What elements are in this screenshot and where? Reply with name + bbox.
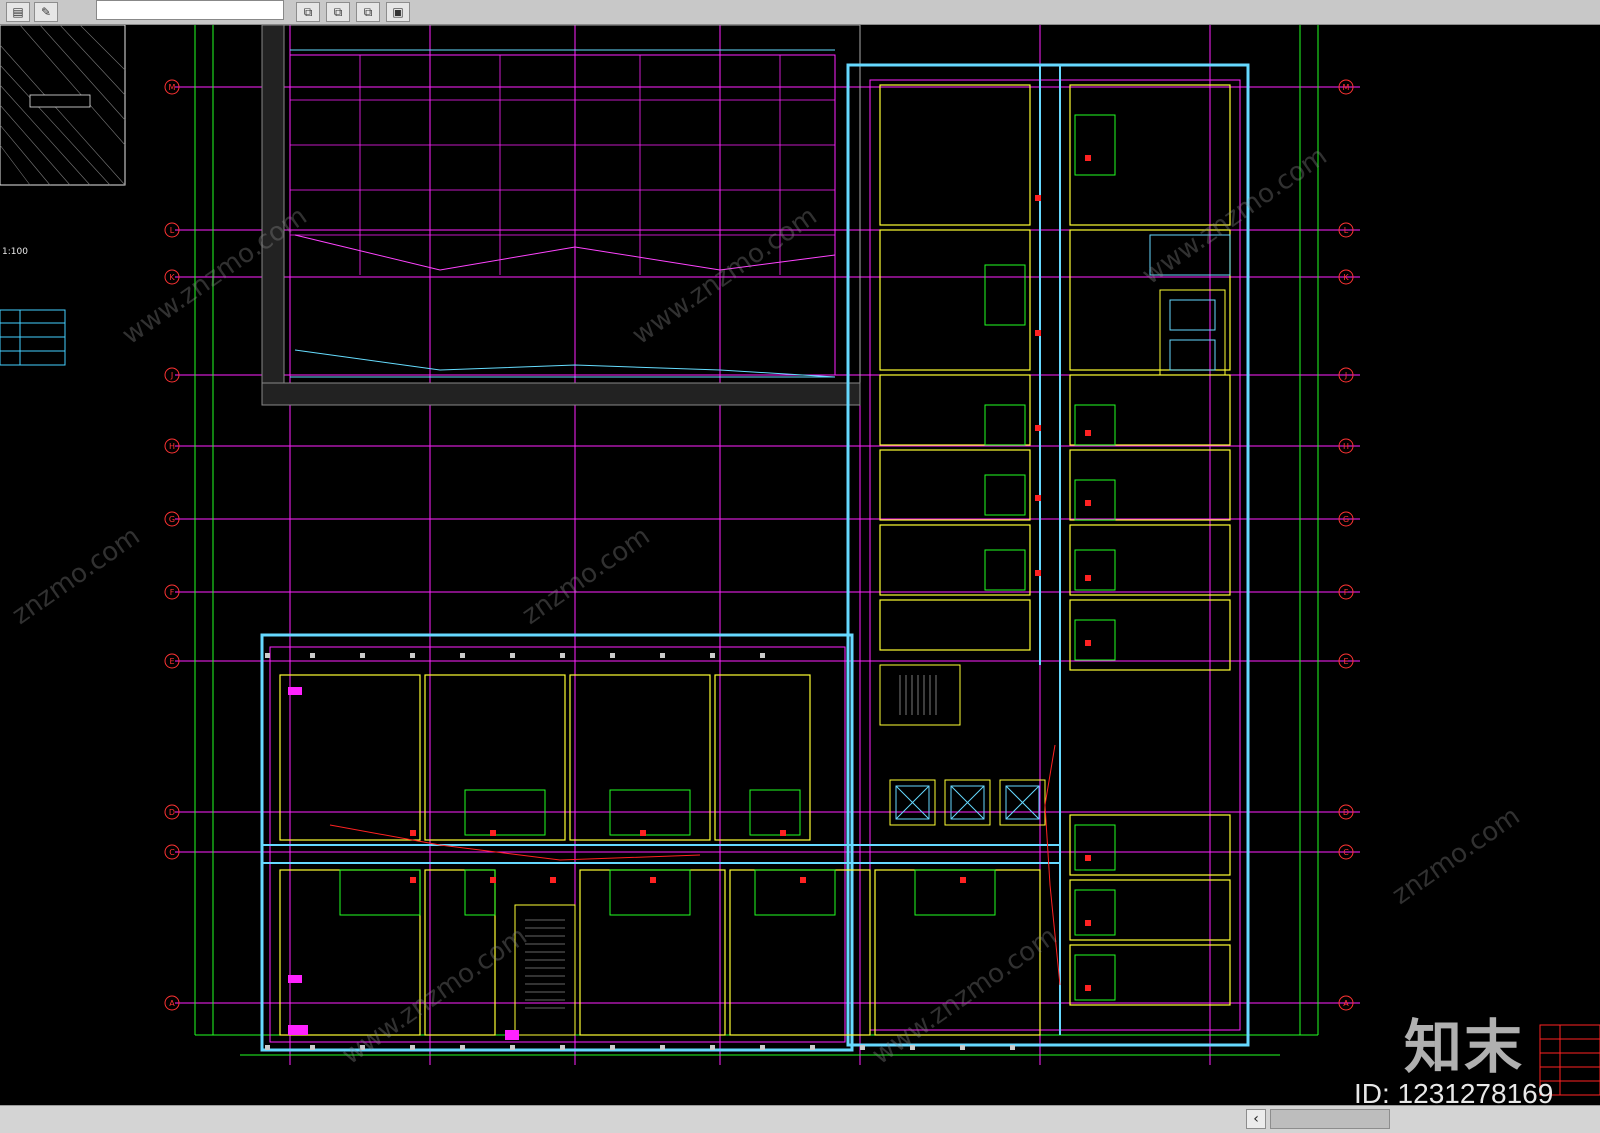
layers-icon[interactable]: ▤ xyxy=(6,2,30,22)
toolbar-right-group: ⧉ ⧉ ⧉ ▣ xyxy=(296,0,410,24)
floor-plan-drawing: www.znzmo.com www.znzmo.com www.znzmo.co… xyxy=(0,24,1600,1105)
axis-label-right: K xyxy=(1343,273,1349,282)
axis-label-right: A xyxy=(1343,999,1349,1008)
watermark-id: ID: 1231278169 xyxy=(1354,1078,1554,1109)
dimension-lines xyxy=(194,25,1319,1056)
upper-courtyard xyxy=(261,24,861,406)
scroll-thumb[interactable] xyxy=(1270,1109,1390,1129)
watermark-logo: 知末 xyxy=(1404,1013,1525,1081)
axis-label-left: J xyxy=(170,371,173,380)
paste-icon[interactable]: ▣ xyxy=(386,2,410,22)
axis-label-right: E xyxy=(1343,657,1348,666)
axis-label-left: A xyxy=(169,999,175,1008)
axis-label-left: C xyxy=(169,848,175,857)
axis-label-right: M xyxy=(1343,83,1350,92)
axis-label-left: L xyxy=(170,226,175,235)
axis-label-right: L xyxy=(1344,226,1349,235)
axis-label-right: J xyxy=(1344,371,1347,380)
copy-icon[interactable]: ⧉ xyxy=(326,2,350,22)
horizontal-scrollbar[interactable]: ‹ xyxy=(0,1105,1600,1133)
inset-detail xyxy=(0,24,126,366)
axis-bubbles-left xyxy=(164,79,180,1011)
axis-label-right: H xyxy=(1343,442,1349,451)
axis-label-left: G xyxy=(169,515,175,524)
pencil-icon[interactable]: ✎ xyxy=(34,2,58,22)
routing-lines xyxy=(329,744,1061,986)
axis-bubbles-right xyxy=(1338,79,1354,1011)
axis-label-right: F xyxy=(1344,588,1349,597)
axis-label-right: G xyxy=(1343,515,1349,524)
axis-label-left: D xyxy=(169,808,175,817)
right-wing xyxy=(846,63,1250,1047)
scroll-left-arrow-icon[interactable]: ‹ xyxy=(1246,1109,1266,1129)
axis-label-left: M xyxy=(169,83,176,92)
toolbar-left-group: ▤ ✎ xyxy=(0,0,58,24)
cad-drawing-canvas[interactable]: www.znzmo.com www.znzmo.com www.znzmo.co… xyxy=(0,24,1600,1105)
copy-icon[interactable]: ⧉ xyxy=(356,2,380,22)
copy-icon[interactable]: ⧉ xyxy=(296,2,320,22)
bottom-wing xyxy=(260,633,1060,1052)
command-input[interactable] xyxy=(96,0,284,20)
axis-label-left: H xyxy=(169,442,175,451)
axis-label-left: F xyxy=(170,588,175,597)
axis-label-right: D xyxy=(1343,808,1349,817)
axis-label-right: C xyxy=(1343,848,1349,857)
toolbar: ▤ ✎ ⧉ ⧉ ⧉ ▣ xyxy=(0,0,1600,25)
scale-label: 1:100 xyxy=(2,247,28,257)
axis-label-left: K xyxy=(169,273,175,282)
legend-table xyxy=(1539,1024,1600,1096)
axis-label-left: E xyxy=(169,657,174,666)
